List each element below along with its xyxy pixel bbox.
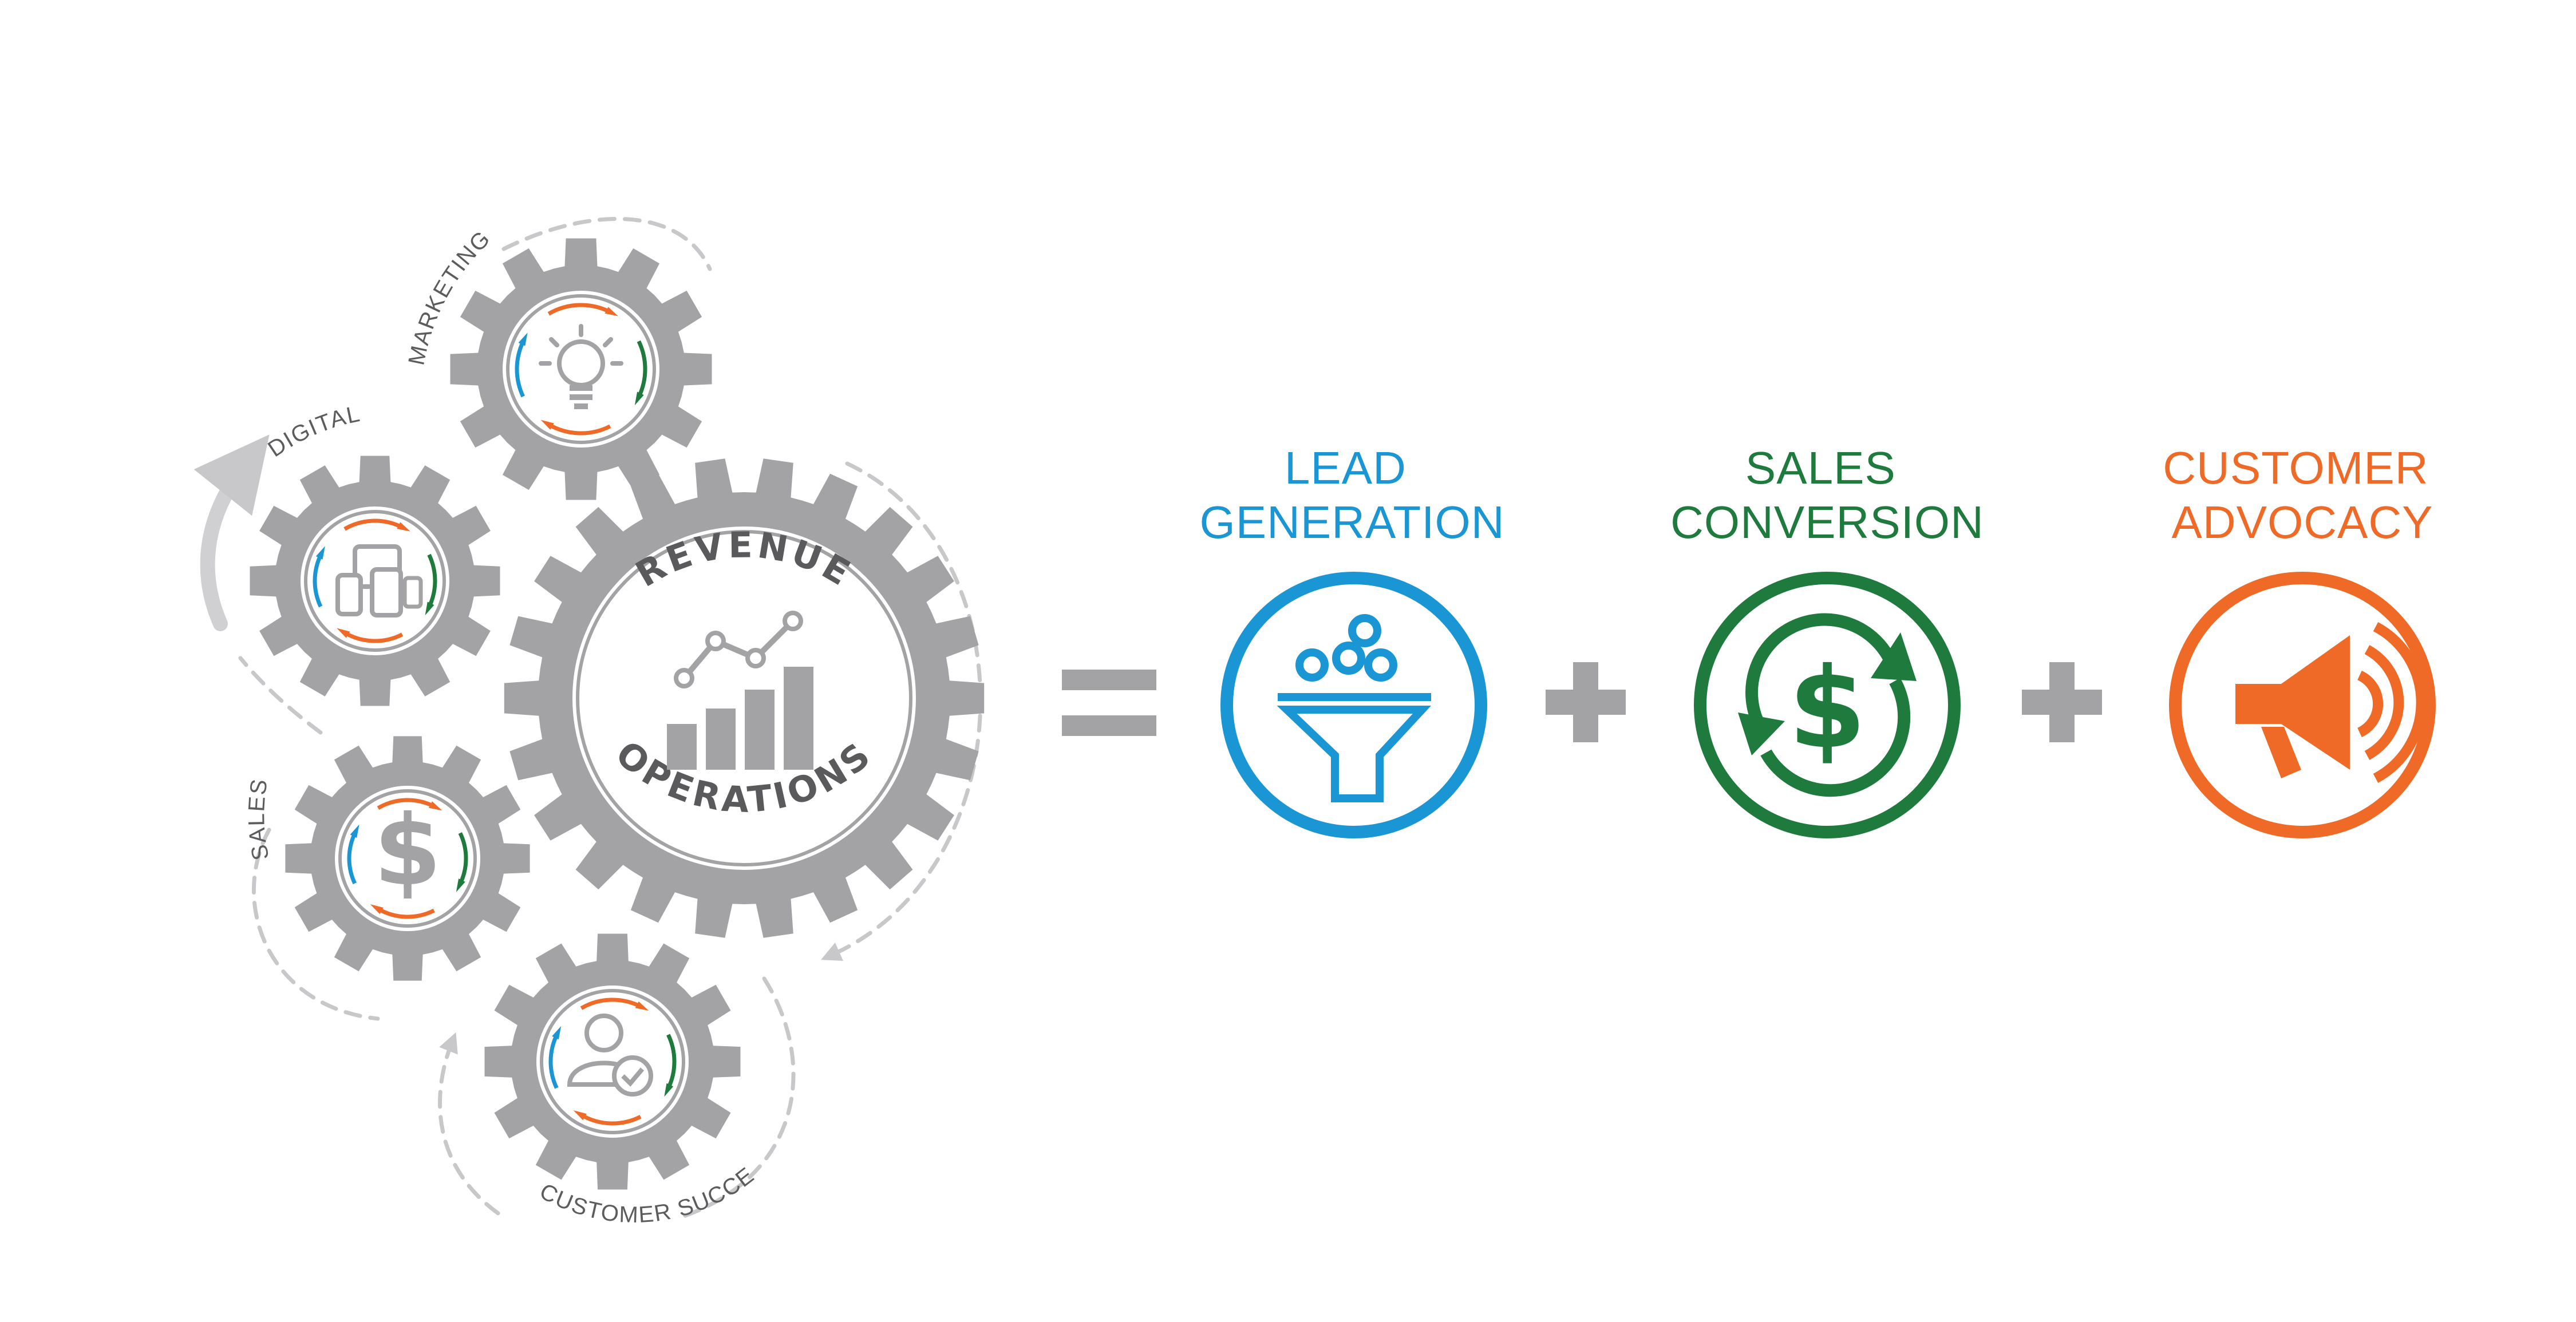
gear-sales-arrow-top-head xyxy=(429,801,442,811)
gear-sales-arrow-bottom xyxy=(377,907,435,919)
gear-digital-arrow-top-head xyxy=(397,522,410,532)
gear-revenue-operations-ring xyxy=(576,530,912,866)
gear-customer-success-arrow-top-head xyxy=(635,1001,649,1011)
rotation-arrows xyxy=(313,303,677,1126)
megaphone-icon xyxy=(2235,622,2427,783)
gear-customer-success-arrow-right-head xyxy=(664,1083,674,1097)
lead-generation-circle xyxy=(1220,572,1487,838)
gear-customer-success-ring xyxy=(540,989,685,1134)
gear-revenue-operations xyxy=(504,458,985,938)
pillar-title-sales: SALES CONVERSION xyxy=(1670,442,1984,548)
gear-customer-success-arrow-bottom xyxy=(580,1113,642,1126)
dollar-icon: $ xyxy=(374,794,441,908)
gear-marketing-arrow-left xyxy=(515,339,526,398)
gear-digital-arrow-right xyxy=(427,553,437,608)
gear-sales-arrow-right xyxy=(458,832,468,885)
gear-customer-success-arrow-left xyxy=(548,1033,559,1089)
gear-digital-arrow-left xyxy=(313,553,323,608)
gear-customer-success-arrow-top xyxy=(580,998,642,1010)
customer-advocacy-circle xyxy=(2169,572,2436,838)
sales-label: SALES xyxy=(244,777,274,862)
pillar-title-advocacy: CUSTOMER ADVOCACY xyxy=(2163,442,2442,548)
equals-sign xyxy=(1062,670,1156,736)
plus-sign-1 xyxy=(1546,662,1626,742)
gear-revenue-operations-face xyxy=(567,521,922,876)
customer-check-icon xyxy=(567,1014,653,1097)
gear-sales-face xyxy=(329,780,486,937)
svg-text:$: $ xyxy=(1788,643,1866,773)
gear-customer-success-arrow-left-head xyxy=(552,1026,562,1040)
funnel-icon xyxy=(1277,614,1432,802)
cycle-arrow-revenue xyxy=(820,461,983,961)
gear-customer-success-arrow-bottom-head xyxy=(573,1110,587,1121)
gear-sales-arrow-top xyxy=(377,798,435,810)
gear-sales-ring xyxy=(338,789,477,928)
gear-sales-arrow-left-head xyxy=(350,824,359,838)
cycle-arrow-digital-lower xyxy=(238,656,323,735)
cycle-arrow-customer-success-left xyxy=(438,1032,500,1216)
gear-sales xyxy=(285,736,530,981)
cycle-arrow-sales xyxy=(251,828,380,1021)
gear-sales-arrow-left xyxy=(347,832,357,885)
gear-marketing-arrow-top xyxy=(547,303,611,316)
gears xyxy=(250,238,985,1190)
gear-digital-arrow-left-head xyxy=(315,546,325,560)
gear-marketing-arrow-right xyxy=(637,340,647,398)
gear-marketing-face xyxy=(497,285,665,453)
plus-sign-2 xyxy=(2022,662,2102,742)
gear-marketing-arrow-top-head xyxy=(605,307,619,316)
gear-digital-arrow-top xyxy=(343,518,404,531)
digital-label: DIGITAL xyxy=(263,401,363,462)
gear-customer-success-arrow-right xyxy=(666,1034,677,1090)
gear-marketing-arrow-left-head xyxy=(518,333,528,346)
gear-digital-arrow-bottom xyxy=(343,631,404,643)
dollar-cycle-icon: $ xyxy=(1738,613,1917,797)
lightbulb-icon xyxy=(539,324,623,409)
gear-digital-arrow-right-head xyxy=(425,601,434,616)
gear-marketing-arrow-bottom xyxy=(547,422,611,436)
cycle-arrow-customer-success xyxy=(673,976,796,1221)
gear-digital-arrow-bottom-head xyxy=(337,628,350,638)
line-chart-bar-chart-icon xyxy=(667,611,813,770)
cycle-arrows xyxy=(193,217,983,1221)
gear-marketing-arrow-bottom-head xyxy=(540,419,554,430)
gear-digital-ring xyxy=(304,510,446,652)
devices-icon xyxy=(335,544,423,618)
cycle-arrow-marketing xyxy=(501,217,712,271)
gear-sales-arrow-bottom-head xyxy=(370,904,384,915)
sales-conversion-circle xyxy=(1694,572,1961,838)
gear-marketing-arrow-right-head xyxy=(634,391,644,406)
gear-sales-arrow-right-head xyxy=(456,878,465,892)
pillar-title-lead: LEAD GENERATION xyxy=(1199,442,1504,548)
cycle-arrow-digital xyxy=(193,434,270,631)
gear-marketing xyxy=(450,238,712,500)
gear-marketing-ring xyxy=(506,294,656,444)
